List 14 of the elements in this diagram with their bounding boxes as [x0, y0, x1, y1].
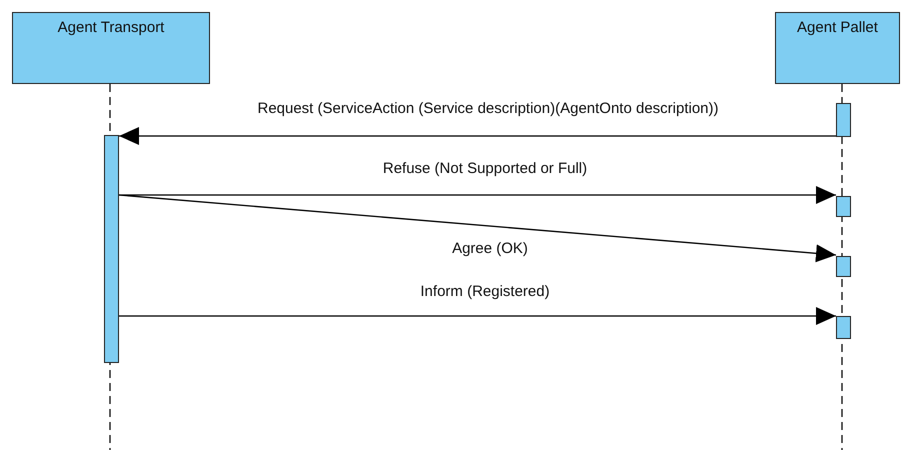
- message-arrow: [118, 194, 836, 262]
- activation-bar: [104, 135, 119, 363]
- message-label: Agree (OK): [452, 240, 528, 257]
- activation-bar: [836, 256, 851, 277]
- activation-bar: [836, 316, 851, 339]
- message-arrow: [119, 127, 836, 145]
- activation-bar: [836, 196, 851, 217]
- message-arrow: [119, 307, 836, 325]
- activation-bar: [836, 103, 851, 137]
- message-label: Inform (Registered): [420, 283, 550, 300]
- message-label: Request (ServiceAction (Service description)(AgentOnto description)): [257, 100, 719, 117]
- lifeline-head-box: Agent Transport: [12, 12, 210, 84]
- message-label: Refuse (Not Supported or Full): [382, 160, 588, 177]
- lifeline-head-box: Agent Pallet: [775, 12, 900, 84]
